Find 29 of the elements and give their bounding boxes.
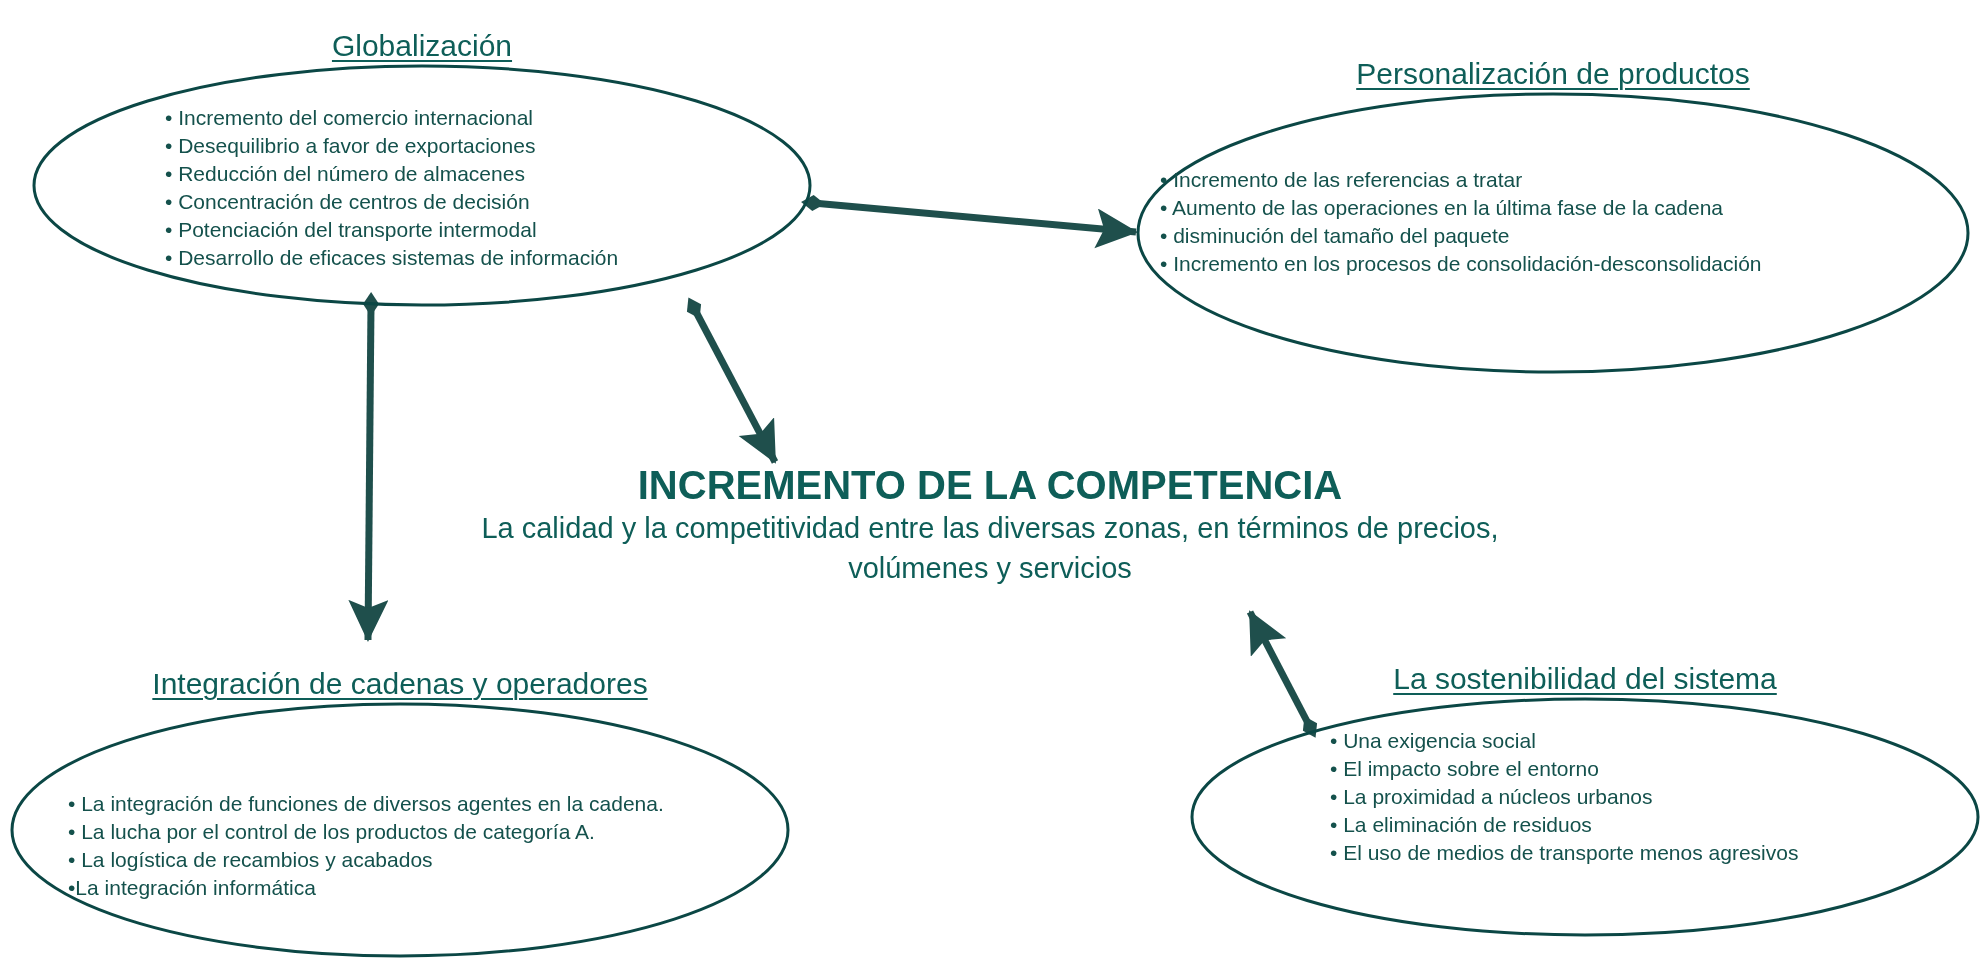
- bullet-text: • Incremento de las referencias a tratar: [1160, 167, 1524, 193]
- arrow: [686, 297, 779, 464]
- bullet-text: • Una exigencia social: [1330, 728, 1537, 754]
- bullet-text: • La proximidad a núcleos urbanos: [1330, 784, 1654, 810]
- bullet-text: • Aumento de las operaciones en la última fase de la cadena: [1160, 195, 1725, 221]
- bullet-text: • Potenciación del transporte intermodal: [165, 217, 538, 243]
- heading: Personalización de productos: [1356, 56, 1750, 92]
- bullet-text: • Incremento del comercio internacional: [165, 105, 535, 131]
- subtitle-text: La calidad y la competitividad entre las diversas zonas, en términos de precios, volúmenes y servicios: [480, 511, 1500, 586]
- arrow: [801, 195, 1138, 249]
- heading: La sostenibilidad del sistema: [1393, 661, 1777, 697]
- heading: Integración de cadenas y operadores: [152, 666, 648, 702]
- bullet-text: • disminución del tamaño del paquete: [1160, 223, 1511, 249]
- arrow: [1246, 610, 1318, 738]
- heading: Globalización: [331, 28, 513, 64]
- bullet-text: • La logística de recambios y acabados: [68, 847, 434, 873]
- bullet-text: • Desequilibrio a favor de exportaciones: [165, 133, 537, 159]
- bullet-text: • La eliminación de residuos: [1330, 812, 1593, 838]
- bullet-text: • Concentración de centros de decisión: [165, 189, 531, 215]
- bullet-text: • Incremento en los procesos de consolidación-desconsolidación: [1160, 251, 1762, 277]
- main-heading: INCREMENTO DE LA COMPETENCIA: [637, 462, 1343, 508]
- bullet-text: • La integración de funciones de diversos agentes en la cadena.: [68, 791, 664, 817]
- arrow: [348, 292, 389, 642]
- bullet-text: • El impacto sobre el entorno: [1330, 756, 1600, 782]
- bullet-text: •La integración informática: [68, 875, 317, 901]
- bullet-text: • La lucha por el control de los productos de categoría A.: [68, 819, 596, 845]
- bullet-text: • El uso de medios de transporte menos agresivos: [1330, 840, 1799, 866]
- bullet-text: • Desarrollo de eficaces sistemas de información: [165, 245, 619, 271]
- bullet-text: • Reducción del número de almacenes: [165, 161, 526, 187]
